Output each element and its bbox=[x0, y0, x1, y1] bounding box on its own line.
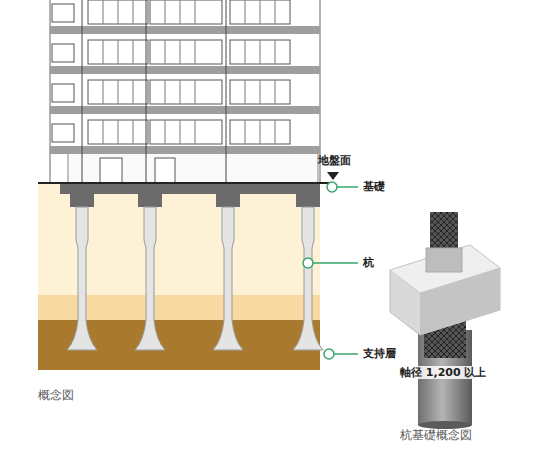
leader-lines bbox=[303, 182, 358, 359]
caption-label: 概念図 bbox=[38, 388, 74, 402]
caption-label: 杭基礎概念図 bbox=[400, 428, 472, 442]
piles bbox=[67, 192, 323, 350]
part-label: 支持層 bbox=[363, 347, 396, 360]
pile-detail bbox=[390, 212, 500, 429]
part-label: 基礎 bbox=[363, 180, 385, 193]
part-label: 杭 bbox=[363, 256, 374, 269]
dimension-label: 軸径 1,200 以上 bbox=[398, 366, 488, 379]
ground-label: 地盤面 bbox=[318, 154, 351, 167]
ground-marker bbox=[327, 172, 339, 180]
foundation-beam bbox=[60, 184, 320, 194]
building bbox=[50, 0, 320, 183]
ground-line bbox=[38, 182, 330, 184]
